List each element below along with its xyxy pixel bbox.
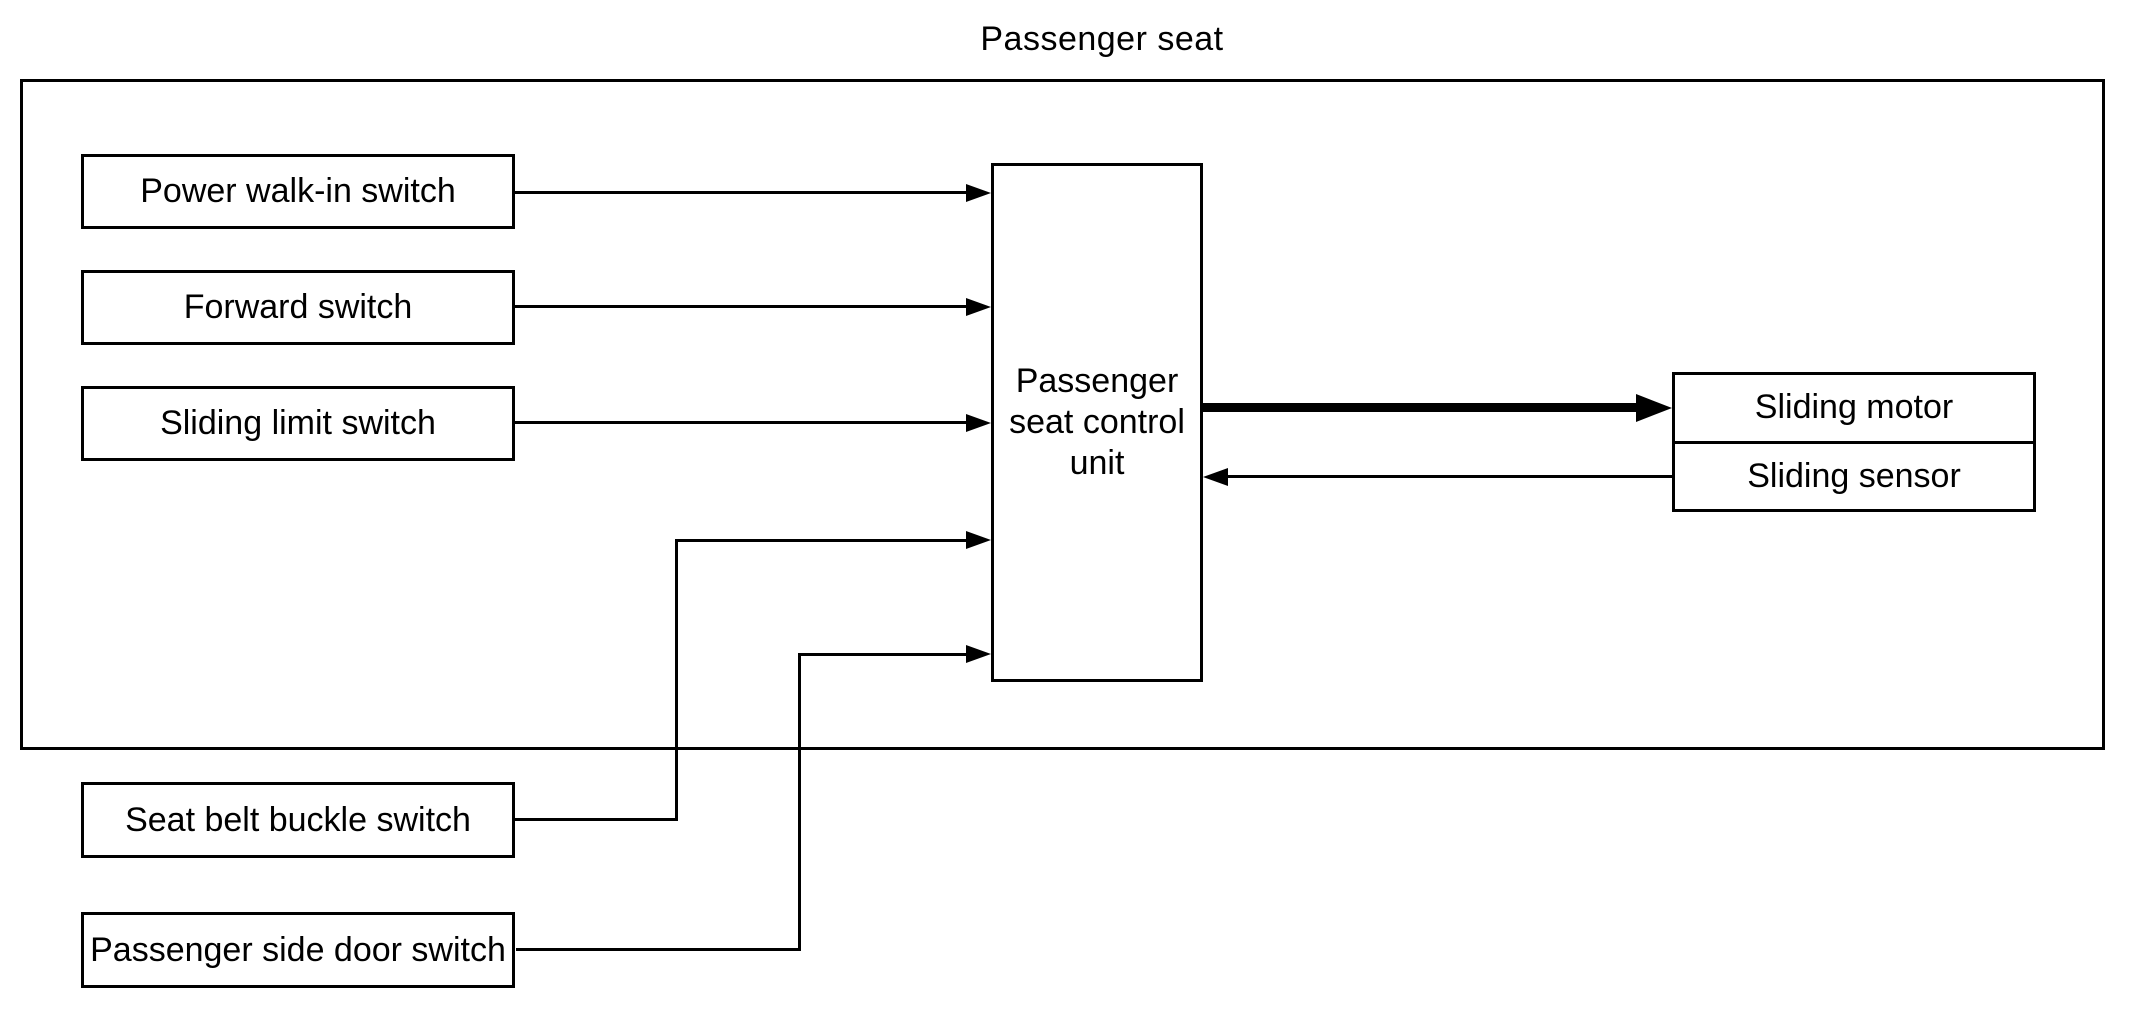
node-sliding-motor-sensor-group: Sliding motor Sliding sensor [1672, 372, 2036, 512]
arrow-sliding-limit-head [966, 414, 991, 432]
node-label: Seat belt buckle switch [125, 800, 471, 839]
diagram-title: Passenger seat [980, 20, 1224, 58]
arrow-forward-line [514, 305, 966, 308]
arrow-seat-belt-segment-vertical [675, 539, 678, 821]
node-forward-switch: Forward switch [81, 270, 515, 345]
arrow-side-door-segment-vertical [798, 653, 801, 951]
node-sliding-sensor: Sliding sensor [1675, 444, 2033, 510]
arrow-side-door-segment-bottom [516, 948, 801, 951]
node-passenger-seat-control-unit: Passenger seat control unit [991, 163, 1203, 682]
arrow-motor-drive-head [1636, 394, 1672, 422]
arrow-power-walk-in-line [514, 191, 966, 194]
arrow-seat-belt-head [966, 531, 991, 549]
node-label: Passenger side door switch [90, 930, 506, 969]
node-sliding-motor: Sliding motor [1675, 375, 2033, 441]
node-passenger-side-door-switch: Passenger side door switch [81, 912, 515, 988]
node-label: Power walk-in switch [140, 172, 456, 210]
node-label: Sliding sensor [1747, 456, 1961, 495]
node-label: Forward switch [183, 288, 413, 326]
arrow-sliding-limit-line [514, 421, 966, 424]
arrow-sensor-feedback-line [1228, 475, 1672, 478]
arrow-sensor-feedback-head [1203, 468, 1228, 486]
passenger-seat-boundary [20, 79, 2105, 750]
node-sliding-limit-switch: Sliding limit switch [81, 386, 515, 461]
arrow-seat-belt-segment-bottom [515, 818, 678, 821]
arrow-power-walk-in-head [966, 184, 991, 202]
arrow-forward-head [966, 298, 991, 316]
node-power-walk-in-switch: Power walk-in switch [81, 154, 515, 229]
arrow-seat-belt-segment-top [675, 539, 966, 542]
motor-sensor-divider [1675, 440, 2033, 444]
arrow-side-door-head [966, 645, 991, 663]
node-label: Sliding motor [1754, 388, 1954, 427]
node-label: Passenger seat control unit [1009, 362, 1185, 482]
node-label: Sliding limit switch [160, 404, 436, 442]
arrow-side-door-segment-top [798, 653, 966, 656]
node-seat-belt-buckle-switch: Seat belt buckle switch [81, 782, 515, 858]
arrow-motor-drive-line [1203, 403, 1636, 412]
